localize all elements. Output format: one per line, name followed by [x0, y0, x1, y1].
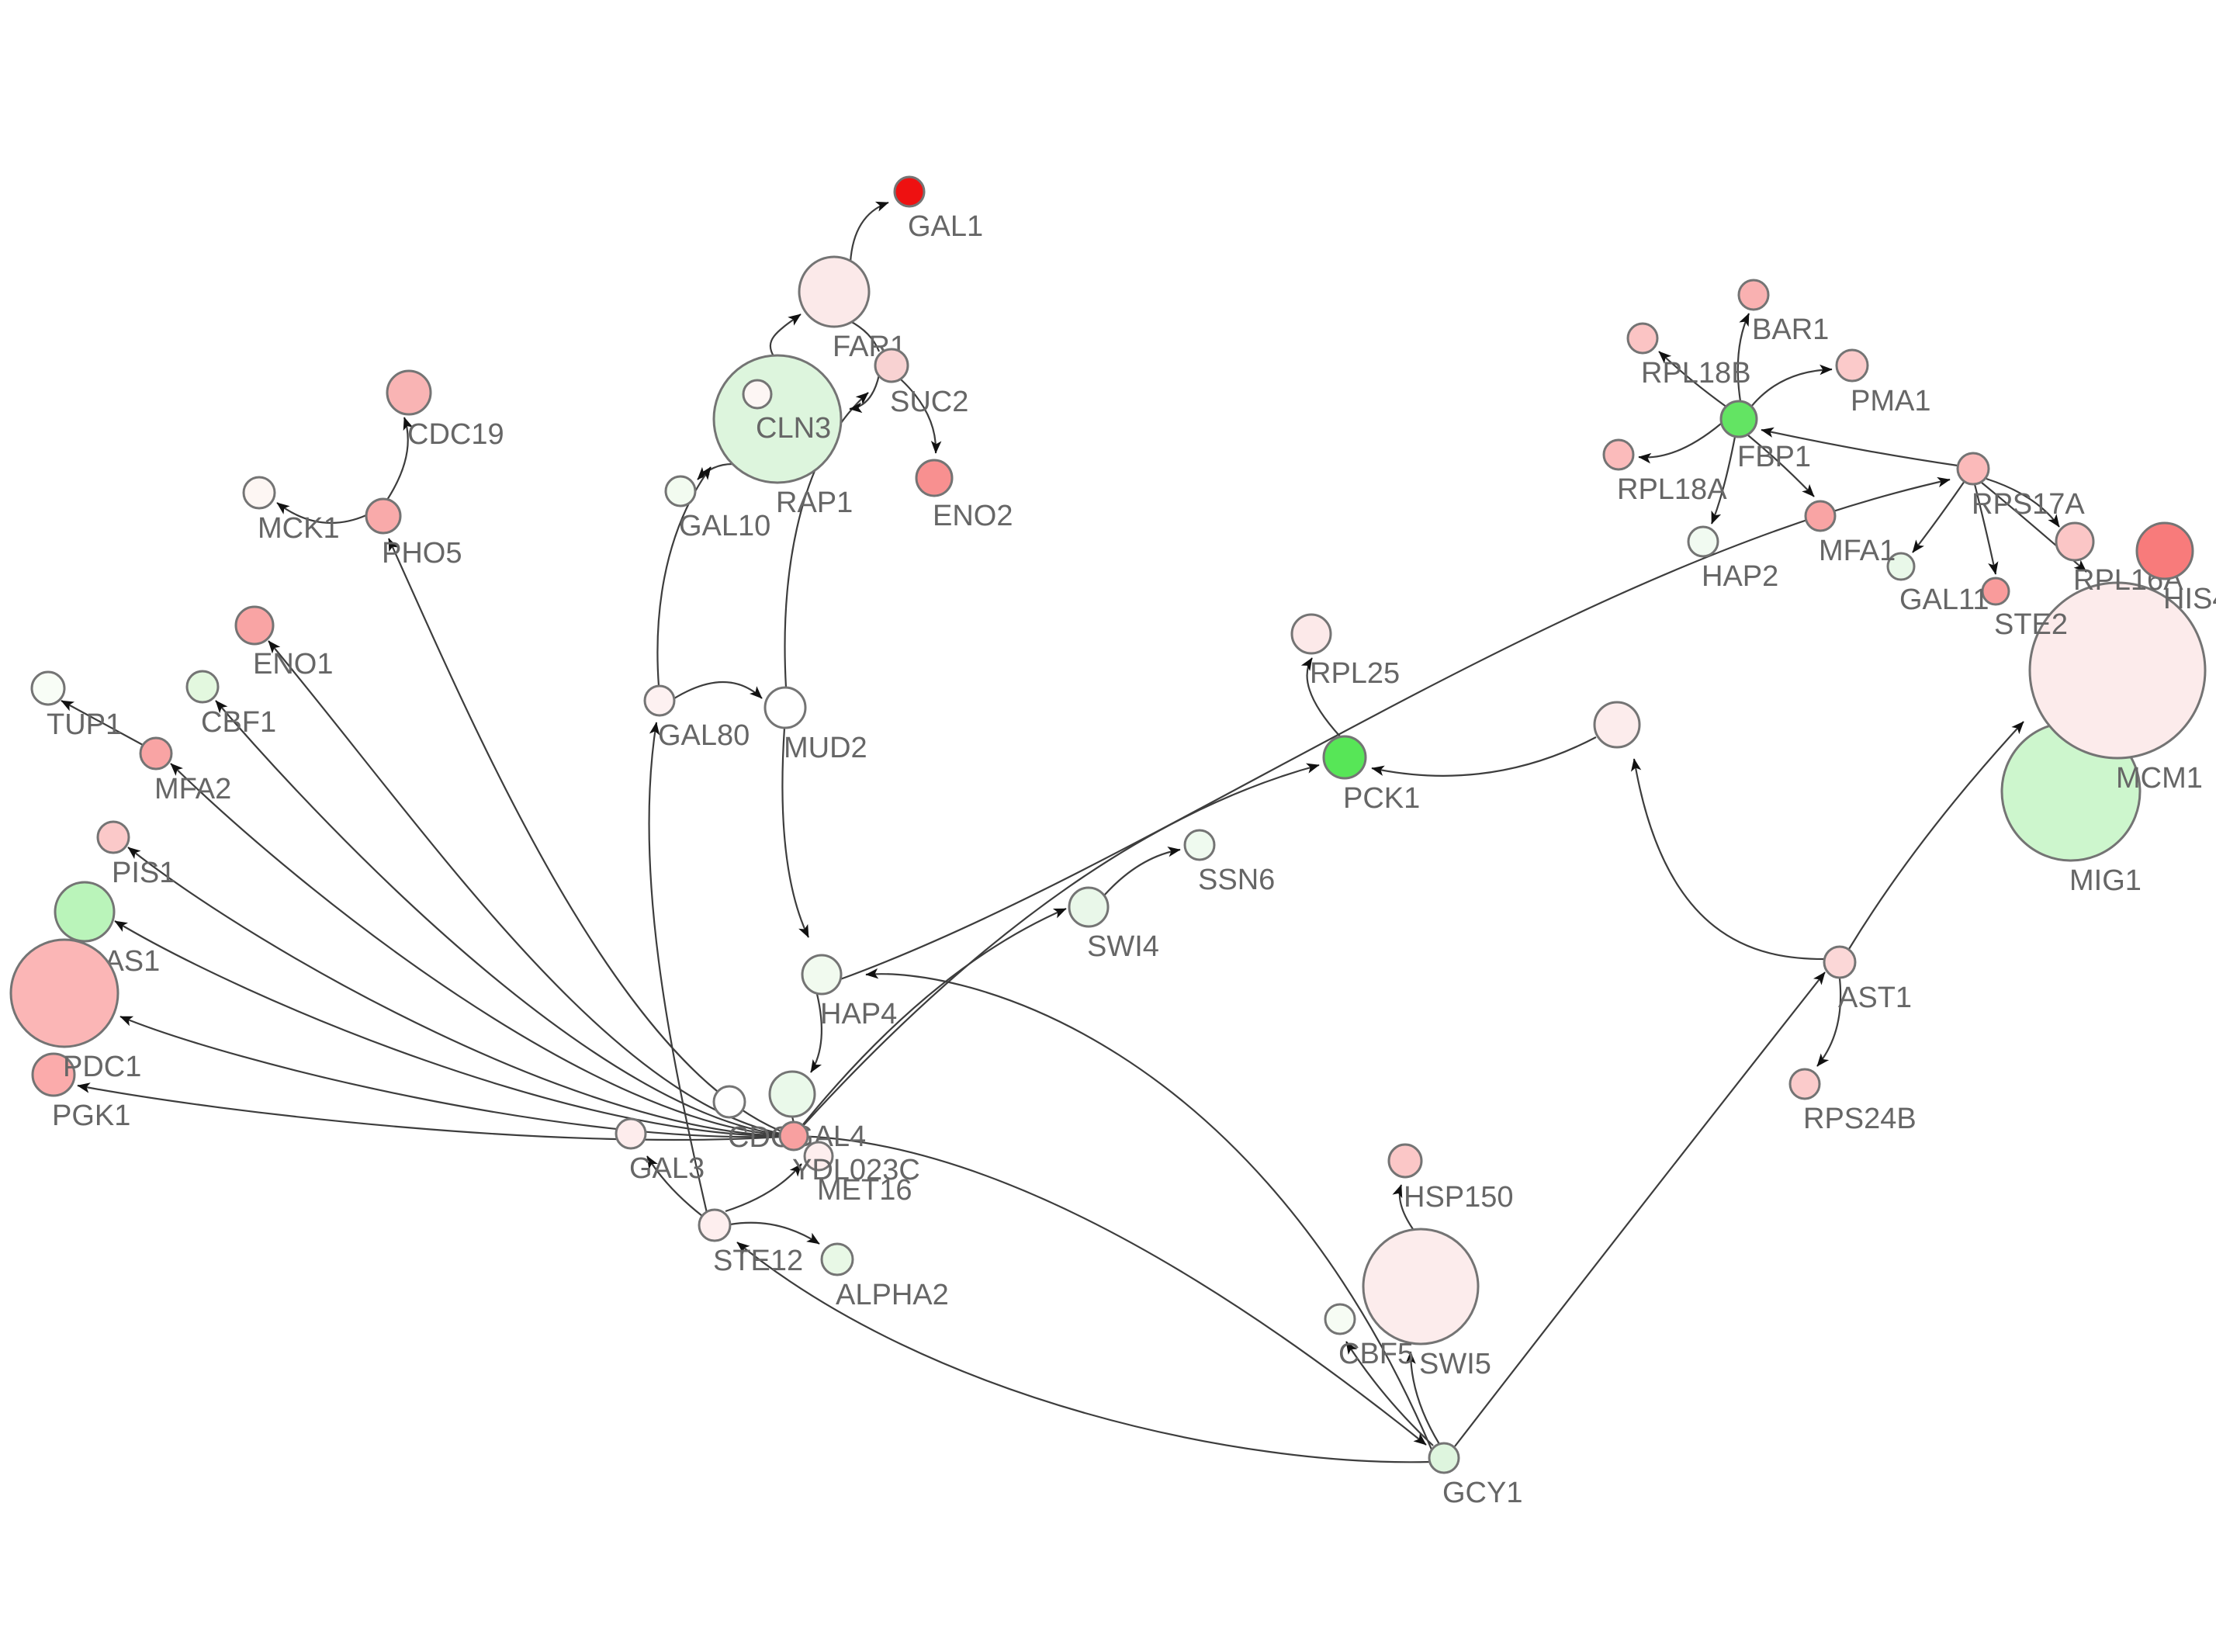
svg-text:RPS24B: RPS24B: [1803, 1103, 1916, 1135]
svg-text:ALPHA2: ALPHA2: [836, 1279, 949, 1311]
svg-text:PIS1: PIS1: [112, 857, 175, 889]
svg-text:MFA1: MFA1: [1819, 535, 1896, 567]
svg-text:CLN3: CLN3: [756, 412, 831, 445]
svg-text:PGK1: PGK1: [52, 1100, 130, 1132]
svg-text:SWI5: SWI5: [1419, 1348, 1491, 1380]
svg-text:STE12: STE12: [713, 1245, 803, 1277]
svg-text:PCK1: PCK1: [1343, 782, 1420, 815]
svg-text:GCY1: GCY1: [1442, 1477, 1522, 1509]
svg-text:RAP1: RAP1: [776, 487, 853, 519]
svg-text:GAL3: GAL3: [629, 1152, 705, 1185]
svg-text:SSN6: SSN6: [1198, 864, 1275, 896]
svg-text:HAP2: HAP2: [1702, 560, 1778, 593]
svg-text:GAL80: GAL80: [658, 719, 750, 752]
svg-text:RPL18A: RPL18A: [1617, 473, 1727, 506]
svg-text:RPL18B: RPL18B: [1641, 357, 1751, 390]
svg-text:MIG1: MIG1: [2069, 864, 2142, 897]
svg-text:MUD2: MUD2: [784, 732, 867, 764]
svg-text:SWI4: SWI4: [1087, 930, 1159, 963]
svg-text:TUP1: TUP1: [47, 708, 122, 741]
svg-text:HIS4: HIS4: [2163, 583, 2216, 615]
svg-text:ENO1: ENO1: [253, 648, 333, 681]
svg-text:FBP1: FBP1: [1737, 441, 1811, 473]
svg-text:MFA2: MFA2: [154, 773, 231, 805]
svg-text:PDC1: PDC1: [63, 1051, 141, 1083]
svg-text:GAL10: GAL10: [679, 510, 770, 542]
svg-text:BAR1: BAR1: [1752, 313, 1829, 346]
svg-text:ENO2: ENO2: [933, 500, 1013, 532]
svg-text:AST1: AST1: [1838, 982, 1912, 1014]
svg-text:STE2: STE2: [1994, 608, 2068, 641]
svg-text:MCM1: MCM1: [2116, 762, 2203, 795]
svg-text:RPL25: RPL25: [1310, 657, 1400, 690]
svg-text:GAL11: GAL11: [1899, 584, 1989, 616]
svg-text:CDC19: CDC19: [407, 418, 504, 451]
svg-text:MET16: MET16: [817, 1174, 912, 1207]
svg-text:MCK1: MCK1: [258, 512, 340, 545]
svg-text:HAP4: HAP4: [820, 998, 897, 1030]
svg-text:RPS17A: RPS17A: [1972, 488, 2085, 521]
svg-text:CBF1: CBF1: [201, 706, 276, 739]
svg-text:PMA1: PMA1: [1851, 385, 1930, 417]
svg-text:HSP150: HSP150: [1404, 1181, 1514, 1214]
svg-text:GAL1: GAL1: [908, 210, 983, 243]
svg-text:SUC2: SUC2: [890, 386, 968, 418]
svg-text:CBF5: CBF5: [1338, 1338, 1414, 1370]
svg-text:PHO5: PHO5: [382, 537, 462, 570]
svg-text:YDL023C: YDL023C: [792, 1154, 920, 1186]
